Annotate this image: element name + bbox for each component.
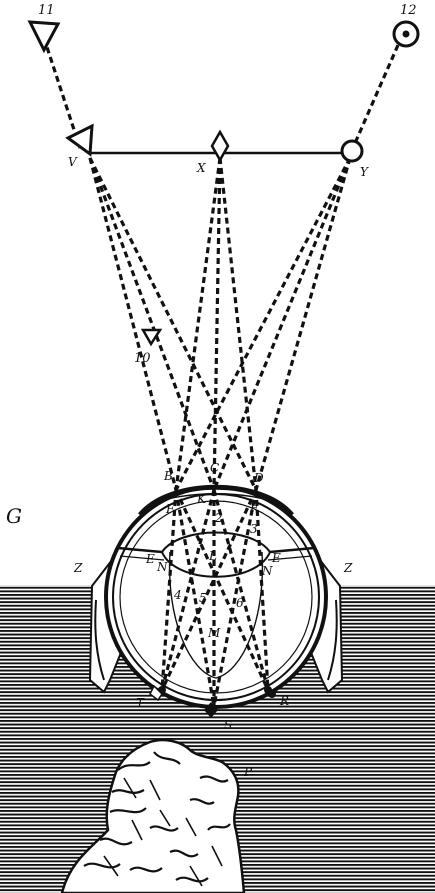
label-g: G [6, 504, 22, 528]
head-figure [60, 738, 246, 893]
diamond-image-s [204, 702, 218, 718]
ray-y-b [174, 157, 352, 491]
ray-b-r [174, 489, 270, 691]
label-t: T [136, 696, 145, 710]
ray-c-t [160, 489, 216, 691]
ray-12-to-y [350, 35, 404, 151]
ray-b-t [160, 489, 178, 691]
marker-image-r [268, 690, 276, 698]
label-x: X [196, 161, 206, 175]
label-e-left: E [145, 552, 155, 566]
label-d: D [253, 471, 264, 485]
label-f-left: F [165, 502, 175, 516]
label-e-right: E [271, 551, 281, 565]
labels: 11 12 V X Y 10 B C D K F F 2 3 G E E N N… [6, 3, 417, 779]
ray-y-d [254, 157, 352, 491]
ray-x-c [212, 157, 222, 491]
label-z-left: Z [73, 561, 83, 575]
label-s: S [224, 718, 232, 732]
ray-11-to-v [42, 37, 82, 149]
ray-d-t [160, 489, 258, 691]
ray-d-r [254, 489, 270, 691]
label-4: 4 [173, 588, 182, 602]
ray-d-s [212, 489, 258, 707]
ray-v-c [88, 157, 216, 491]
object-markers [27, 20, 420, 718]
label-11: 11 [38, 3, 55, 18]
label-z-right: Z [343, 561, 353, 575]
ray-v-b [88, 157, 178, 491]
label-c: C [210, 461, 219, 475]
label-6: 6 [236, 596, 244, 610]
label-n-right: N [261, 564, 273, 578]
label-3: 3 [250, 522, 258, 536]
label-r: R [279, 694, 289, 708]
label-y: Y [360, 165, 369, 179]
marker-image-t [149, 684, 163, 702]
label-n-left: N [156, 560, 168, 574]
label-m: M [207, 626, 221, 640]
diamond-object-x [210, 129, 230, 163]
triangle-object-10 [140, 328, 163, 347]
ray-v-d [88, 157, 258, 491]
label-5: 5 [199, 591, 207, 605]
ray-c-r [212, 489, 270, 691]
label-f-right: F [249, 501, 259, 515]
ray-x-b [174, 157, 222, 491]
label-12: 12 [400, 3, 417, 18]
ray-y-c [212, 157, 352, 491]
triangle-object-v [65, 123, 94, 157]
label-k: K [196, 492, 207, 506]
ray-x-d [218, 157, 258, 491]
label-2: 2 [214, 511, 223, 525]
label-v: V [68, 155, 78, 169]
light-rays [42, 35, 404, 707]
triangle-object-11 [27, 20, 61, 54]
circle-object-y [340, 139, 364, 163]
label-10: 10 [134, 351, 151, 366]
label-p: P [243, 765, 253, 779]
ray-b-s [174, 489, 216, 707]
label-l: L [208, 549, 217, 563]
label-b: B [163, 469, 173, 483]
